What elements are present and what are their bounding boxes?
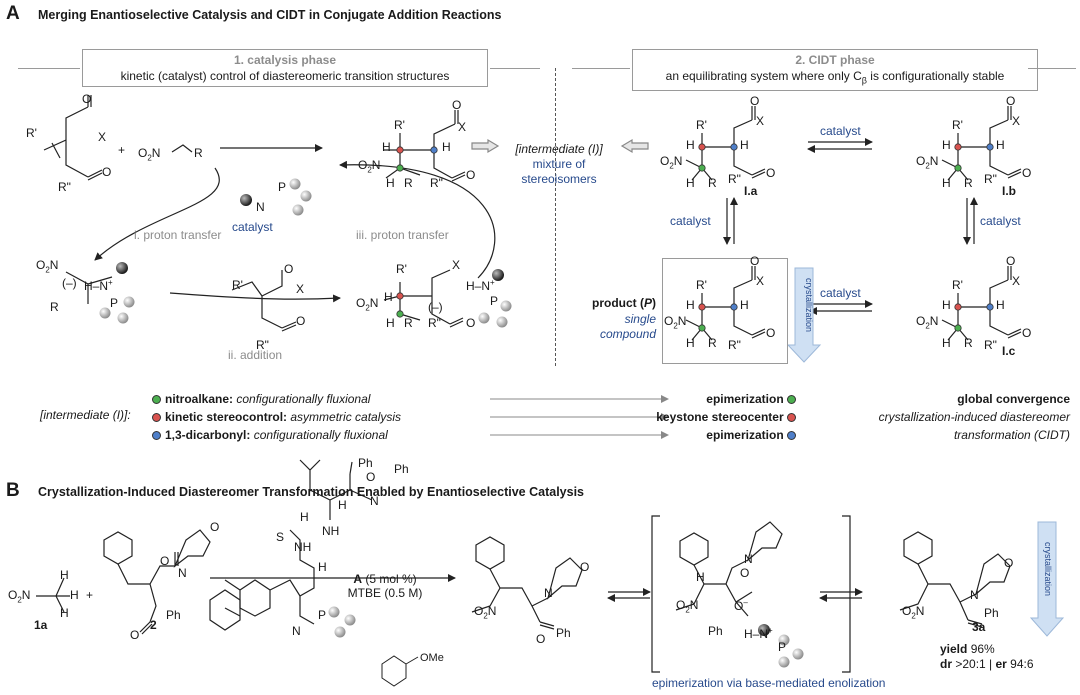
legend-row-dicarbonyl: 1,3-dicarbonyl: configurationally fluxio… xyxy=(152,428,388,442)
outcome-nitro: epimerization xyxy=(640,392,800,406)
catalyst-ib-ic: catalyst xyxy=(980,214,1021,228)
panel-a-title: Merging Enantioselective Catalysis and C… xyxy=(38,8,502,22)
legend-prefix: [intermediate (I)]: xyxy=(40,408,131,422)
crystallization-arrow-b xyxy=(1029,521,1065,637)
selectivity-line: dr >20:1 | er 94:6 xyxy=(940,657,1034,671)
compound-1a: 1a xyxy=(34,618,48,632)
catalyst-ia-ib: catalyst xyxy=(820,124,861,138)
convergence-title: global convergence xyxy=(957,392,1070,406)
compound-2: 2 xyxy=(150,618,157,632)
catalyst-balls-b xyxy=(328,606,804,668)
yield-line: yield 96% xyxy=(940,642,995,656)
methoxy-label: OMe xyxy=(420,652,444,664)
cidt-phase-box: 2. CIDT phase an equilibrating system wh… xyxy=(632,49,1038,92)
crystallization-label-b: crystallization xyxy=(1043,541,1053,597)
catalyst-balls-a xyxy=(99,178,512,328)
cidt-phase-text: an equilibrating system where only Cβ is… xyxy=(665,69,1005,86)
catalysis-phase-heading: 1. catalysis phase xyxy=(233,53,337,67)
panel-a-structures xyxy=(43,95,1022,341)
panel-b-structures xyxy=(36,459,1011,673)
product-label: product (P) xyxy=(591,296,656,310)
catalyst-loading: A (5 mol %) xyxy=(353,572,417,586)
compound-3a: 3a xyxy=(972,620,986,634)
panel-b-title: Crystallization-Induced Diastereomer Tra… xyxy=(38,485,584,499)
solvent: MTBE (0.5 M) xyxy=(347,586,423,600)
stereocenter-dots xyxy=(396,143,994,332)
acceptor-a-bonds xyxy=(43,106,89,178)
phase-divider xyxy=(555,68,556,366)
label-ia: I.a xyxy=(744,184,758,198)
catalysis-phase-text: kinetic (catalyst) control of diastereom… xyxy=(120,69,450,83)
label-ic: I.c xyxy=(1002,344,1016,358)
green-dot-icon xyxy=(152,395,161,405)
blue-dot-icon xyxy=(152,431,161,441)
rule-mid-right xyxy=(572,68,630,69)
step-ii-label: ii. addition xyxy=(228,348,283,362)
product-box xyxy=(662,258,788,364)
outcome-dicarbonyl: epimerization xyxy=(640,428,800,442)
product-desc-1: single xyxy=(624,312,656,326)
convergence-line-1: crystallization-induced diastereomer xyxy=(878,410,1070,424)
legend-row-kinetic: kinetic stereocontrol: asymmetric cataly… xyxy=(152,410,401,424)
intermediate-label: [intermediate (I)] xyxy=(515,142,603,156)
label-ib: I.b xyxy=(1002,184,1016,198)
rule-left xyxy=(18,68,80,69)
rule-mid-left xyxy=(490,68,540,69)
nitroalkane-bonds xyxy=(171,144,193,153)
epimerization-note: epimerization via base-mediated enolizat… xyxy=(652,676,886,690)
step-iii-label: iii. proton transfer xyxy=(356,228,449,242)
crystallization-arrow-a xyxy=(786,267,822,363)
intermediate-desc-2: stereoisomers xyxy=(521,172,597,186)
convergence-line-2: transformation (CIDT) xyxy=(953,428,1070,442)
catalyst-label: catalyst xyxy=(232,220,273,234)
catalysis-phase-box: 1. catalysis phase kinetic (catalyst) co… xyxy=(82,49,488,87)
cidt-phase-heading: 2. CIDT phase xyxy=(795,53,875,67)
panel-a-letter: A xyxy=(6,3,20,24)
product-desc-2: compound xyxy=(599,327,656,341)
rule-right xyxy=(1028,68,1076,69)
intermediate-desc-1: mixture of xyxy=(532,157,586,171)
step-i-label: i. proton transfer xyxy=(134,228,222,242)
panel-b-letter: B xyxy=(6,480,20,501)
legend-row-nitro: nitroalkane: configurationally fluxional xyxy=(152,392,370,406)
catalyst-ia-p: catalyst xyxy=(670,214,711,228)
outcome-kinetic: keystone stereocenter xyxy=(640,410,800,424)
catalyst-p-ic: catalyst xyxy=(820,286,861,300)
crystallization-label-a: crystallization xyxy=(804,277,814,333)
red-dot-icon xyxy=(152,413,161,423)
